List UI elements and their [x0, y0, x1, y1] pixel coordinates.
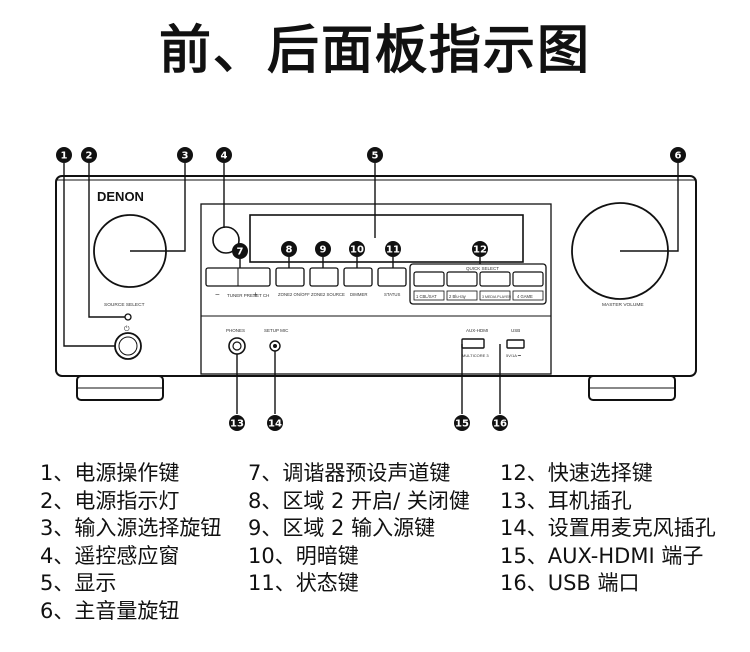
phones-label: PHONES — [226, 328, 245, 333]
legend-item: 12、快速选择键 — [500, 461, 653, 485]
svg-text:3: 3 — [182, 151, 189, 162]
leader-lines — [63, 163, 679, 414]
usb-port[interactable] — [506, 339, 525, 349]
svg-text:15: 15 — [455, 419, 469, 430]
callout-7: 7 — [232, 243, 248, 259]
aux-hdmi-label: AUX-HDMI — [466, 328, 488, 333]
zone2-source-button[interactable] — [309, 267, 339, 287]
zone2-onoff-button[interactable] — [275, 267, 305, 287]
legend-item: 6、主音量旋钮 — [40, 598, 180, 623]
svg-text:9: 9 — [320, 245, 327, 256]
legend-item: 5、显示 — [40, 571, 117, 596]
callout-10: 10 — [349, 241, 365, 257]
quick-select-1-tag — [413, 290, 445, 301]
setup-mic-label: SETUP MIC — [264, 328, 289, 333]
quick-select-2-button[interactable] — [446, 271, 478, 287]
source-select-label: SOURCE SELECT — [104, 302, 145, 308]
status-label: STATUS — [384, 292, 400, 297]
dimmer-label: DIMMER — [350, 292, 367, 297]
callout-15: 15 — [454, 415, 470, 431]
callout-8: 8 — [281, 241, 297, 257]
power-symbol: ⏻ — [124, 325, 130, 333]
svg-text:16: 16 — [493, 419, 507, 430]
quick-select-1-button[interactable] — [413, 271, 445, 287]
svg-text:7: 7 — [237, 247, 244, 258]
legend-column-1: 1、电源操作键 2、电源指示灯 3、输入源选择旋钮 4、遥控感应窗 5、显示 6… — [40, 460, 221, 626]
legend-item: 1、电源操作键 — [40, 461, 180, 485]
svg-text:12: 12 — [473, 245, 487, 256]
svg-text:4: 4 — [221, 151, 228, 162]
setup-mic-jack-inner — [273, 344, 277, 348]
headphone-jack-inner — [232, 341, 242, 351]
callout-16: 16 — [492, 415, 508, 431]
leader-2 — [88, 163, 125, 318]
legend-column-2: 7、调谐器预设声道键 8、区域 2 开启/ 关闭健 9、区域 2 输入源键 10… — [248, 460, 470, 598]
legend-item: 8、区域 2 开启/ 关闭健 — [248, 488, 470, 513]
svg-text:6: 6 — [675, 151, 682, 162]
quick-select-3-button[interactable] — [479, 271, 511, 287]
quick-select-2-label: 2 Blu-ray — [449, 294, 467, 299]
power-button-inner — [118, 336, 138, 356]
legend-item: 2、电源指示灯 — [40, 488, 180, 513]
callout-9: 9 — [315, 241, 331, 257]
leader-6 — [620, 163, 679, 252]
legend-item: 15、AUX-HDMI 端子 — [500, 543, 704, 568]
legend-item: 9、区域 2 输入源键 — [248, 516, 436, 541]
leader-3 — [130, 163, 186, 252]
legend-item: 7、调谐器预设声道键 — [248, 461, 451, 485]
quick-select-2-tag — [446, 290, 478, 301]
dimmer-button[interactable] — [343, 267, 373, 287]
quick-select-4-tag — [512, 290, 544, 301]
remote-sensor-window — [212, 226, 240, 254]
svg-text:2: 2 — [86, 151, 93, 162]
aux-hdmi-port[interactable] — [461, 338, 485, 349]
status-button[interactable] — [377, 267, 407, 287]
quick-select-label: QUICK SELECT — [466, 266, 499, 271]
zone2-onoff-label: ZONE2 ON/OFF — [278, 292, 310, 297]
svg-text:8: 8 — [286, 245, 293, 256]
svg-text:14: 14 — [268, 419, 282, 430]
callout-2: 2 — [81, 147, 97, 163]
callout-14: 14 — [267, 415, 283, 431]
quick-select-3-label: 3 MEDIA PLAYER — [482, 295, 511, 299]
callout-13: 13 — [229, 415, 245, 431]
usb-label: USB — [511, 328, 520, 333]
callout-11: 11 — [385, 241, 401, 257]
svg-text:11: 11 — [386, 245, 400, 256]
legend-item: 4、遥控感应窗 — [40, 543, 180, 568]
legend-item: 10、明暗键 — [248, 543, 359, 568]
legend-item: 16、USB 端口 — [500, 571, 640, 596]
callout-5: 5 — [367, 147, 383, 163]
legend-item: 13、耳机插孔 — [500, 488, 632, 513]
aux-hdmi-sub-label: MULTICORE 3 — [462, 353, 489, 358]
leader-1 — [63, 163, 115, 347]
tuner-plus: + — [253, 290, 258, 299]
quick-select-4-button[interactable] — [512, 271, 544, 287]
legend-item: 11、状态键 — [248, 571, 359, 596]
brand-logo: DENON — [97, 189, 144, 204]
callout-4: 4 — [216, 147, 232, 163]
quick-select-1-label: 1 CBL/SAT — [416, 294, 437, 299]
svg-text:13: 13 — [230, 419, 244, 430]
usb-sub-label: 5V/1A ⎓ — [506, 353, 522, 358]
page-title: 前、后面板指示图 — [158, 21, 591, 81]
quick-select-3-tag — [479, 290, 511, 301]
zone2-source-label: ZONE2 SOURCE — [311, 292, 345, 297]
callout-3: 3 — [177, 147, 193, 163]
callout-1: 1 — [56, 147, 72, 163]
legend-item: 14、设置用麦克风插孔 — [500, 516, 716, 541]
tuner-minus: − — [215, 290, 220, 299]
tuner-preset-label: TUNER PRESET CH — [227, 293, 269, 298]
svg-text:5: 5 — [372, 151, 379, 162]
power-indicator-light — [124, 313, 132, 321]
quick-select-4-label: 4 GAME — [517, 294, 533, 299]
legend-column-3: 12、快速选择键 13、耳机插孔 14、设置用麦克风插孔 15、AUX-HDMI… — [500, 460, 716, 598]
callout-6: 6 — [670, 147, 686, 163]
master-volume-label: MASTER VOLUME — [602, 302, 644, 308]
svg-text:10: 10 — [350, 245, 364, 256]
svg-text:1: 1 — [61, 151, 68, 162]
callout-12: 12 — [472, 241, 488, 257]
legend-item: 3、输入源选择旋钮 — [40, 516, 222, 541]
